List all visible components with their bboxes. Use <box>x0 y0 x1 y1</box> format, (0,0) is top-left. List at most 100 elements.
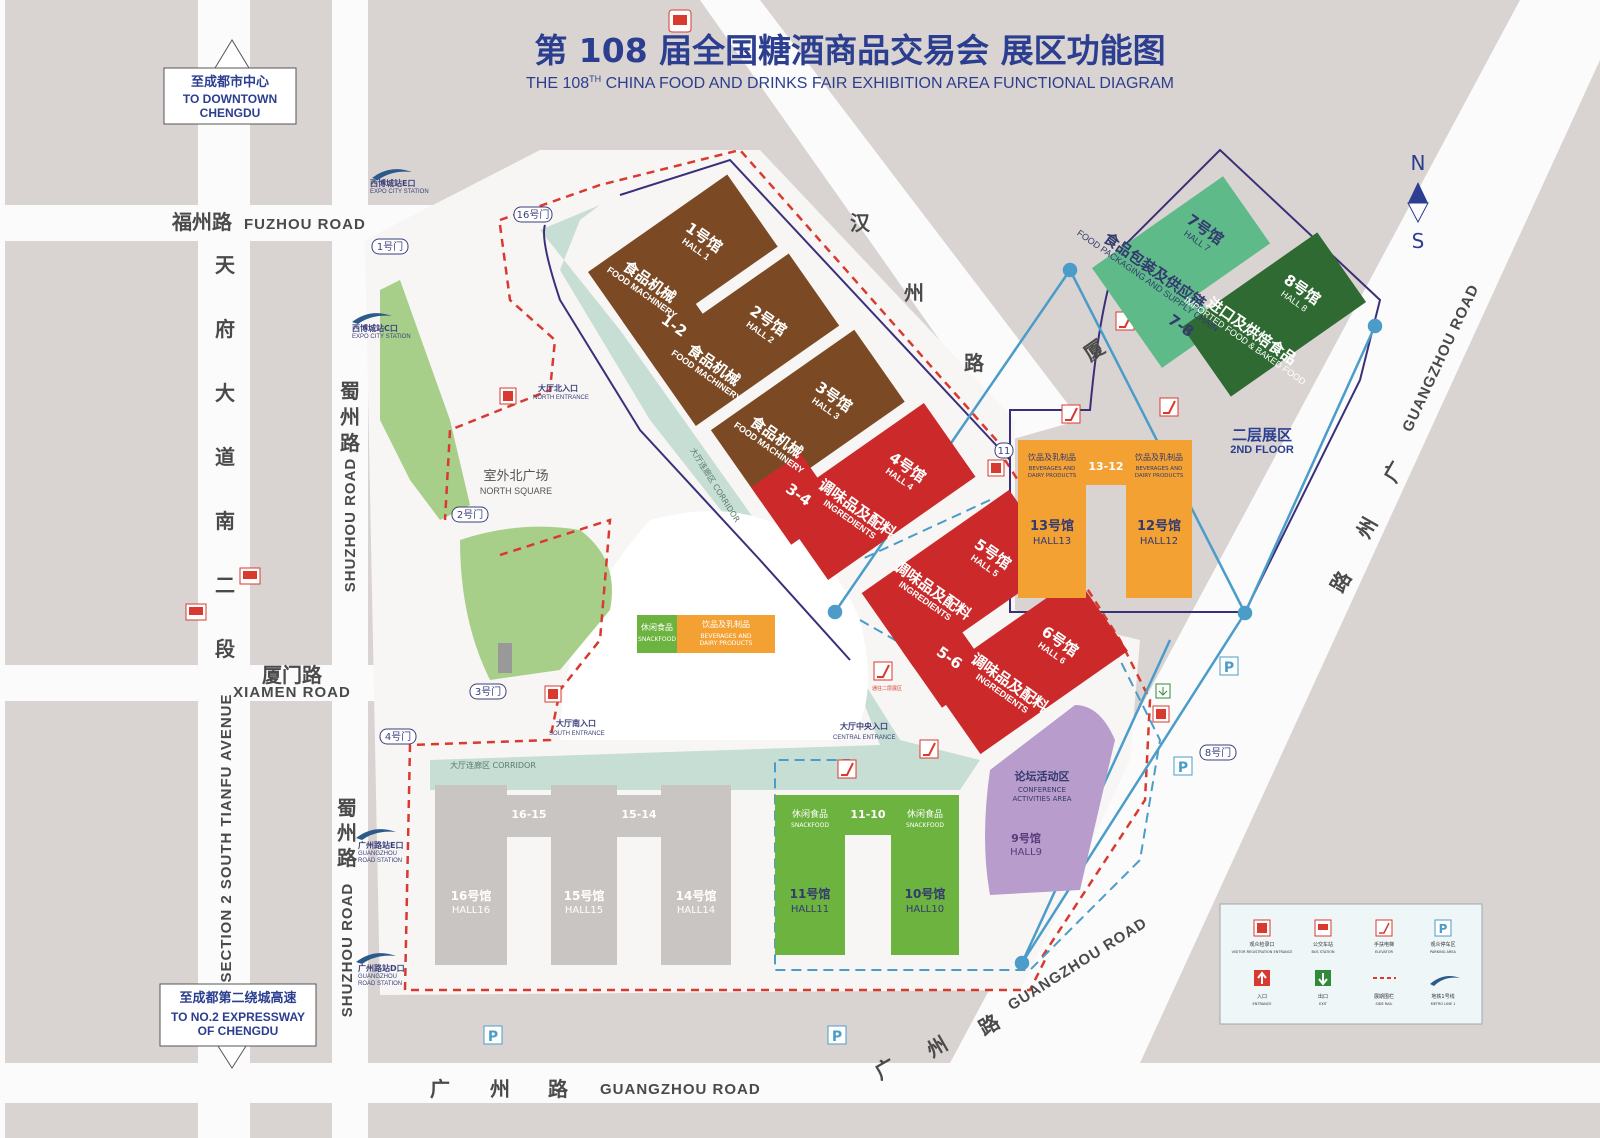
hall-10-num: 10号馆 <box>905 886 946 901</box>
hanzhou-char: 路 <box>964 351 985 375</box>
metro-station-dot <box>1237 605 1253 621</box>
legend-label: 公交车站 <box>1313 941 1333 948</box>
station-expo-e-en: EXPO CITY STATION <box>370 189 429 195</box>
legend-label: 展期围栏 <box>1374 993 1394 1000</box>
hall-15[interactable] <box>551 785 617 965</box>
link-7-8[interactable] <box>1126 276 1220 368</box>
parking-label: P <box>1178 760 1188 776</box>
station-gz-d-en1: GUANGZHOU <box>358 974 397 980</box>
parking-icon: P <box>483 1025 503 1045</box>
hall-14[interactable] <box>661 785 731 965</box>
metro-station-labels: 西博城站E口 EXPO CITY STATION 西博城站C口 EXPO CIT… <box>352 169 429 987</box>
gate-8[interactable]: 8号门 <box>1199 744 1237 761</box>
hanzhou-char: 汉 <box>850 211 871 235</box>
north-arrow-icon <box>1408 182 1428 203</box>
shuzhou-char: 州 <box>340 405 360 429</box>
gate-8-label: 8号门 <box>1205 746 1231 759</box>
hall-14-en: HALL14 <box>677 905 715 916</box>
link-16-15-label: 16-15 <box>511 808 546 821</box>
tianfu-en: SECTION 2 SOUTH TIANFU AVENUE <box>218 693 235 982</box>
hall-12-cat-en2: DAIRY PRODUCTS <box>1135 473 1184 479</box>
hall-6[interactable] <box>928 577 1128 755</box>
expressway-en2: OF CHENGDU <box>198 1024 279 1038</box>
north-entrance-zh: 大厅北入口 <box>538 383 578 393</box>
title-en-post: CHINA FOOD AND DRINKS FAIR EXHIBITION AR… <box>601 75 1174 92</box>
station-gz-e-en1: GUANGZHOU <box>358 851 397 857</box>
hall-8[interactable] <box>1182 232 1367 397</box>
tianfu-char: 道 <box>215 445 235 469</box>
visitor-registration-icon <box>499 387 517 405</box>
mini-key-bev-en2: DAIRY PRODUCTS <box>700 640 753 647</box>
hall-12-cat: 饮品及乳制品 <box>1135 452 1183 462</box>
hanzhou-char: 州 <box>904 281 924 305</box>
hall-7[interactable] <box>1092 176 1271 336</box>
hall-11[interactable] <box>775 795 845 955</box>
hall-16-num: 16号馆 <box>451 888 492 903</box>
tianfu-char: 府 <box>215 317 235 341</box>
gate-2[interactable]: 2号门 <box>451 506 489 523</box>
xiamen-en: XIAMEN ROAD <box>233 684 351 701</box>
link-1-2[interactable] <box>622 280 715 371</box>
hall-9-conference[interactable]: 论坛活动区 CONFERENCE ACTIVITIES AREA 9号馆 HAL… <box>985 705 1115 895</box>
gate-11[interactable]: 11 <box>994 442 1014 459</box>
conference-zh: 论坛活动区 <box>1015 769 1070 783</box>
metro-logo-icon <box>352 313 392 324</box>
visitor-registration-icon <box>1253 919 1271 937</box>
shuzhou-char: 路 <box>337 846 358 870</box>
metro-station-dot <box>1014 955 1030 971</box>
tianfu-char: 天 <box>215 253 236 277</box>
link-15-14[interactable] <box>617 795 661 837</box>
station-expo-c-en: EXPO CITY STATION <box>352 334 411 340</box>
hall-13-en: HALL13 <box>1033 536 1071 547</box>
hall-9-num: 9号馆 <box>1011 831 1041 845</box>
station-expo-c: 西博城站C口 <box>352 323 398 333</box>
hall-3[interactable] <box>710 329 905 503</box>
legend-label: 地铁1号线 <box>1431 993 1454 1000</box>
hall-13-cat-en2: DAIRY PRODUCTS <box>1028 473 1077 479</box>
parking-icon: P <box>1173 756 1193 776</box>
link-11-10[interactable] <box>845 795 891 835</box>
guangzhou-char: 路 <box>548 1077 569 1101</box>
gate-2-label: 2号门 <box>457 508 483 521</box>
gate-16[interactable]: 16号门 <box>513 206 553 223</box>
hall-16[interactable] <box>435 785 507 965</box>
gate-4[interactable]: 4号门 <box>379 728 417 745</box>
bus-station-icon <box>668 9 692 33</box>
link-16-15[interactable] <box>507 795 551 837</box>
corridor-label: 大厅连廊区 CORRIDOR <box>450 760 536 770</box>
park-south <box>460 526 612 680</box>
south-entrance-zh: 大厅南入口 <box>556 718 596 728</box>
title-zh: 第 108 届全国糖酒商品交易会 展区功能图 <box>534 31 1165 70</box>
hall-12[interactable] <box>1126 440 1192 598</box>
shuzhou-en: SHUZHOU ROAD <box>342 458 359 593</box>
metro-logo-icon <box>372 169 412 180</box>
legend-label: 手扶电梯 <box>1374 941 1394 948</box>
gate-1[interactable]: 1号门 <box>371 238 409 255</box>
hall-10[interactable] <box>891 795 959 955</box>
hall-13[interactable] <box>1018 440 1086 598</box>
legend-label-en: SIDE RAIL <box>1376 1002 1393 1006</box>
escalator-icon <box>837 759 857 779</box>
legend-label-en: ELEVATOR <box>1375 950 1394 954</box>
compass-north: N <box>1411 151 1426 175</box>
metro-station-dot <box>827 604 843 620</box>
downtown-en2: CHENGDU <box>200 106 261 120</box>
hall-4[interactable] <box>776 403 976 580</box>
hall-9-en: HALL9 <box>1010 847 1042 858</box>
hall-1[interactable] <box>588 174 778 345</box>
bus-station-icon <box>239 567 261 585</box>
gate-3[interactable]: 3号门 <box>469 683 507 700</box>
link-13-12[interactable] <box>1086 440 1126 485</box>
tianfu-char: 二 <box>215 573 235 597</box>
hall-2[interactable] <box>645 253 840 427</box>
compass: N S <box>1407 151 1429 253</box>
hall-13-cat-en1: BEVERAGES AND <box>1029 466 1076 472</box>
hall-5[interactable] <box>861 489 1061 667</box>
sign-expressway: 至成都第二绕城高速 TO NO.2 EXPRESSWAY OF CHENGDU <box>159 983 317 1069</box>
legend-label-en: METRO LINE 1 <box>1431 1002 1456 1006</box>
gates[interactable]: 16号门 1号门 2号门 3号门 4号门 8号门 11 <box>371 206 1237 761</box>
title-en-sup: TH <box>589 74 601 84</box>
parking-label: P <box>488 1029 498 1045</box>
parking-label: P <box>1224 660 1234 676</box>
fuzhou-road-zh: 福州路 <box>171 210 233 234</box>
